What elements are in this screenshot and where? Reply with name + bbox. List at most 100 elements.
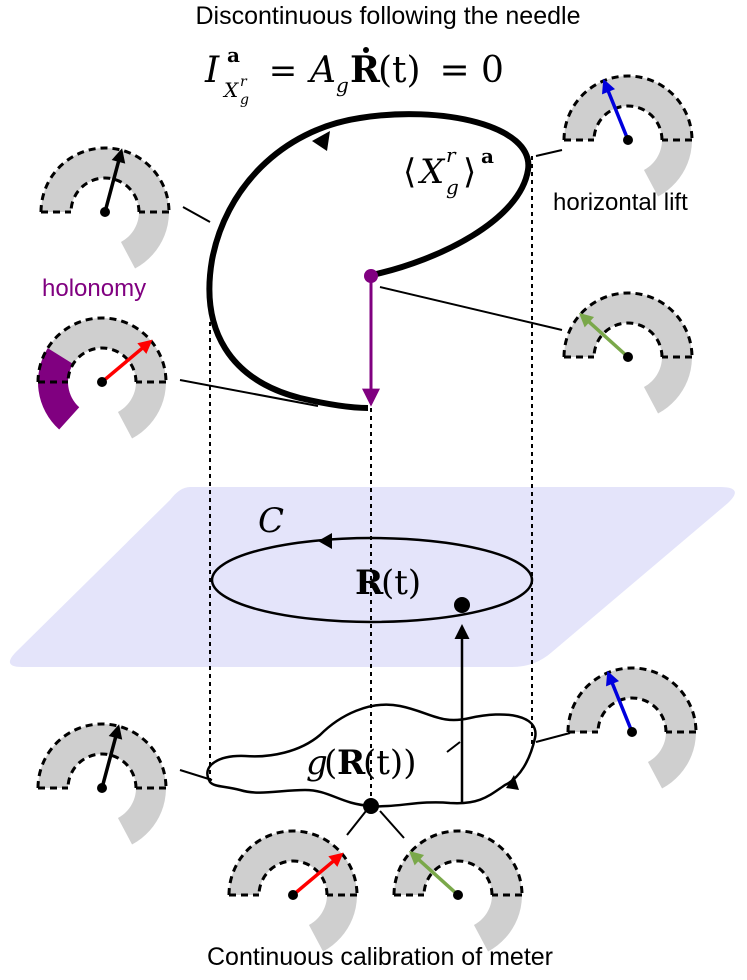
gauge-ring xyxy=(38,724,167,845)
gauge-outline xyxy=(227,829,359,897)
holonomy-sector xyxy=(37,348,80,430)
r-of-t-R: R xyxy=(355,563,384,603)
gauge-curve-point xyxy=(363,798,379,814)
eq-I: I xyxy=(204,50,220,91)
gauge-needle-head xyxy=(111,148,126,164)
gauge-outline xyxy=(562,74,694,142)
eq-sub-sup: r xyxy=(240,74,248,90)
fiber-bracket-close: ⟩ xyxy=(463,152,476,192)
eq-t: (t) xyxy=(378,50,421,91)
gauge-ring xyxy=(564,293,692,414)
eq-sub-X: X xyxy=(222,78,239,102)
horizontal-lift-label: horizontal lift xyxy=(553,189,688,216)
holonomy-start-point xyxy=(364,269,378,283)
gauge-needle xyxy=(607,675,634,733)
base-curve-c xyxy=(210,536,534,624)
title-bottom: Continuous calibration of meter xyxy=(207,943,553,971)
connector-top-left xyxy=(182,206,211,223)
gauge-top-left xyxy=(39,146,171,269)
gauge-bottom-center-right xyxy=(392,829,524,952)
gauge-hub xyxy=(623,352,633,362)
horizontal-lift-arrow xyxy=(312,131,330,151)
connectors xyxy=(179,149,571,839)
fiber-a: a xyxy=(481,144,494,168)
base-curve-arrow xyxy=(318,533,332,549)
gauge-needle xyxy=(603,83,630,141)
gauge-needle-head xyxy=(108,724,123,740)
fiber-label: ⟨ X r g ⟩ a xyxy=(403,143,494,199)
g-of-r-g: g xyxy=(306,743,328,783)
eq-equals-0: = 0 xyxy=(428,50,504,91)
gauge-outline xyxy=(36,722,168,790)
gauge-needle-head xyxy=(328,852,344,867)
gauge-ring xyxy=(568,668,696,789)
gauge-hub xyxy=(100,207,110,217)
gauge-needle xyxy=(100,342,150,384)
gauge-needle-head xyxy=(606,670,620,687)
base-plane xyxy=(9,487,735,667)
connector-bottom-right xyxy=(535,732,571,743)
title-top: Discontinuous following the needle xyxy=(196,2,581,30)
gauge-ring xyxy=(394,831,522,952)
eq-equals-1: = xyxy=(258,51,308,91)
gauge-needle xyxy=(582,315,630,359)
fiber-X: X xyxy=(417,152,446,192)
gauge-hub xyxy=(623,135,633,145)
gauge-bottom-center-left xyxy=(227,829,359,952)
connector-top-right xyxy=(535,149,563,157)
horizontal-lift-curve xyxy=(206,111,532,411)
gauge-needle xyxy=(291,855,341,897)
fiber-bracket-open: ⟨ xyxy=(403,152,416,192)
gauge-top-right xyxy=(562,74,694,197)
gauge-needle-head xyxy=(408,850,425,866)
gauge-outline xyxy=(36,316,168,384)
gauge-mid-right xyxy=(562,291,694,414)
gauge-curve xyxy=(206,703,537,808)
gauge-ring xyxy=(41,147,169,269)
eq-R-dot xyxy=(363,47,369,53)
point-r-of-t xyxy=(454,597,470,613)
fiber-sub: g xyxy=(446,175,459,199)
gauge-needle xyxy=(103,153,123,213)
gauge-hub xyxy=(453,890,463,900)
connector-bottom-center-right xyxy=(379,810,405,839)
connector-bottom-center-left xyxy=(346,810,367,836)
gauge-holonomy xyxy=(36,316,168,439)
eq-sub-sub: g xyxy=(240,92,249,108)
gauge-ring xyxy=(564,76,692,197)
eq-R: R xyxy=(350,49,381,91)
eq-A-sub: g xyxy=(336,73,349,97)
fiber-sup: r xyxy=(446,143,457,167)
connector-bottom-left xyxy=(179,769,213,781)
r-of-t-label: R (t) xyxy=(355,563,421,603)
gauge-ring xyxy=(38,318,167,439)
gauge-hub xyxy=(627,727,637,737)
gauge-outline xyxy=(39,146,171,214)
g-of-r-label: g ( R (t)) xyxy=(306,743,416,783)
gauge-bottom-left xyxy=(36,722,168,845)
gauge-needle-head xyxy=(137,339,153,354)
r-of-t-t: (t) xyxy=(381,563,421,603)
gauge-outline xyxy=(562,291,694,359)
gauge-needle xyxy=(412,853,460,897)
curve-c-label: C xyxy=(258,501,284,541)
gauge-curve-arrow xyxy=(506,775,519,790)
gauge-outline xyxy=(392,829,524,897)
connector-holonomy xyxy=(179,379,319,407)
gauge-needle-head xyxy=(578,312,595,328)
eq-A: A xyxy=(307,50,336,91)
gauge-needle xyxy=(100,729,120,789)
g-of-r-open: ( xyxy=(324,743,337,783)
g-of-r-R: R xyxy=(337,743,366,783)
gauges xyxy=(36,74,698,952)
g-of-r-t: (t)) xyxy=(363,743,416,783)
gauge-bottom-right xyxy=(566,666,698,789)
eq-I-sup: a xyxy=(227,43,240,67)
holonomy-label: holonomy xyxy=(42,275,146,302)
gauge-hub xyxy=(288,890,298,900)
gauge-needle-head xyxy=(602,78,616,95)
gauge-ring xyxy=(229,831,357,952)
gauge-hub xyxy=(97,783,107,793)
top-equation: I a X r g = A g R (t) = 0 xyxy=(204,43,504,108)
